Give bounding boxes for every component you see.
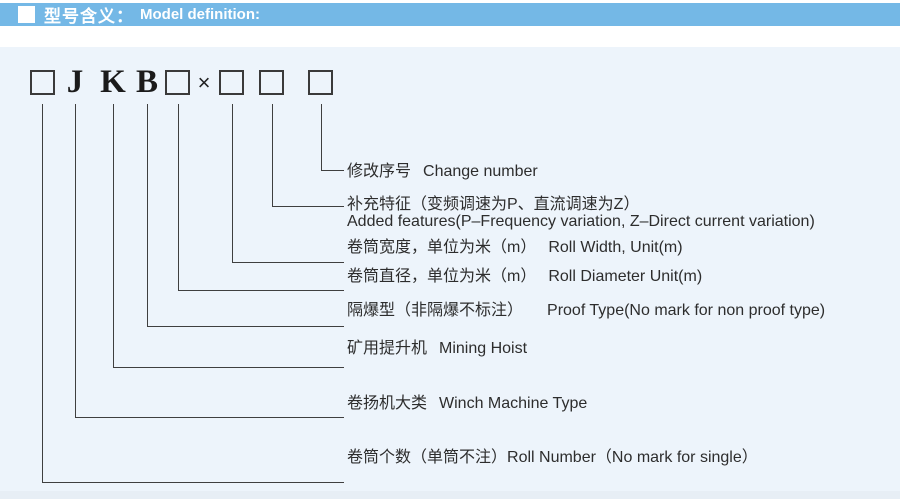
multiply-sign: ×	[197, 70, 211, 95]
code-box-roll-width	[219, 70, 244, 95]
label-change-number-cn: 修改序号	[347, 163, 412, 180]
label-winch-type: 卷扬机大类 Winch Machine Type	[347, 394, 587, 413]
connector-roll-diameter	[178, 104, 344, 291]
diagram-panel	[0, 47, 900, 499]
connector-proof-type	[147, 104, 344, 327]
section-marker-icon	[18, 6, 35, 23]
connector-mining-hoist	[113, 104, 344, 368]
section-header-bar: 型号含义： Model definition:	[0, 3, 900, 26]
label-roll-number-en: Roll Number（No mark for single）	[507, 449, 758, 466]
connector-added-features	[272, 104, 344, 207]
code-box-roll-number	[30, 70, 55, 95]
label-roll-width-en: Roll Width, Unit(m)	[548, 239, 683, 256]
label-roll-width-cn: 卷筒宽度，单位为米（m）	[347, 239, 537, 256]
label-roll-width: 卷筒宽度，单位为米（m） Roll Width, Unit(m)	[347, 238, 683, 257]
label-added-features-en: Added features(P–Frequency variation, Z–…	[347, 213, 815, 230]
label-change-number-en: Change number	[423, 163, 538, 180]
label-mining-hoist-en: Mining Hoist	[439, 340, 528, 357]
connector-roll-width	[232, 104, 344, 263]
section-title-english: Model definition:	[140, 6, 260, 23]
code-letter-mining-hoist: K	[100, 64, 126, 100]
code-letter-proof-type: B	[135, 64, 158, 100]
code-box-roll-diameter	[165, 70, 190, 95]
code-letter-winch-type: J	[66, 64, 84, 100]
label-added-features-cn: 补充特征（变频调速为P、直流调速为Z）	[347, 196, 640, 213]
label-roll-diameter-cn: 卷筒直径，单位为米（m）	[347, 268, 537, 285]
label-roll-diameter: 卷筒直径，单位为米（m） Roll Diameter Unit(m)	[347, 267, 702, 286]
code-box-added-features	[259, 70, 284, 95]
code-box-change-number	[308, 70, 333, 95]
connector-roll-number	[42, 104, 344, 483]
label-proof-type-cn: 隔爆型（非隔爆不标注）	[347, 302, 524, 319]
label-mining-hoist: 矿用提升机 Mining Hoist	[347, 339, 527, 358]
panel-bottom-edge	[0, 491, 900, 499]
label-proof-type: 隔爆型（非隔爆不标注） Proof Type(No mark for non pr…	[347, 301, 825, 320]
section-title-chinese: 型号含义：	[44, 7, 134, 26]
label-roll-diameter-en: Roll Diameter Unit(m)	[548, 268, 703, 285]
label-winch-type-cn: 卷扬机大类	[347, 395, 428, 412]
label-change-number: 修改序号 Change number	[347, 162, 538, 181]
label-proof-type-en: Proof Type(No mark for non proof type)	[547, 302, 826, 319]
label-roll-number-cn: 卷筒个数（单筒不注）	[347, 449, 508, 466]
label-roll-number: 卷筒个数（单筒不注）Roll Number（No mark for single…	[347, 448, 758, 467]
connector-change-number	[321, 104, 344, 171]
label-added-features: 补充特征（变频调速为P、直流调速为Z）Added features(P–Freq…	[347, 196, 815, 230]
connector-winch-type	[75, 104, 344, 418]
label-winch-type-en: Winch Machine Type	[439, 395, 588, 412]
label-mining-hoist-cn: 矿用提升机	[347, 340, 428, 357]
